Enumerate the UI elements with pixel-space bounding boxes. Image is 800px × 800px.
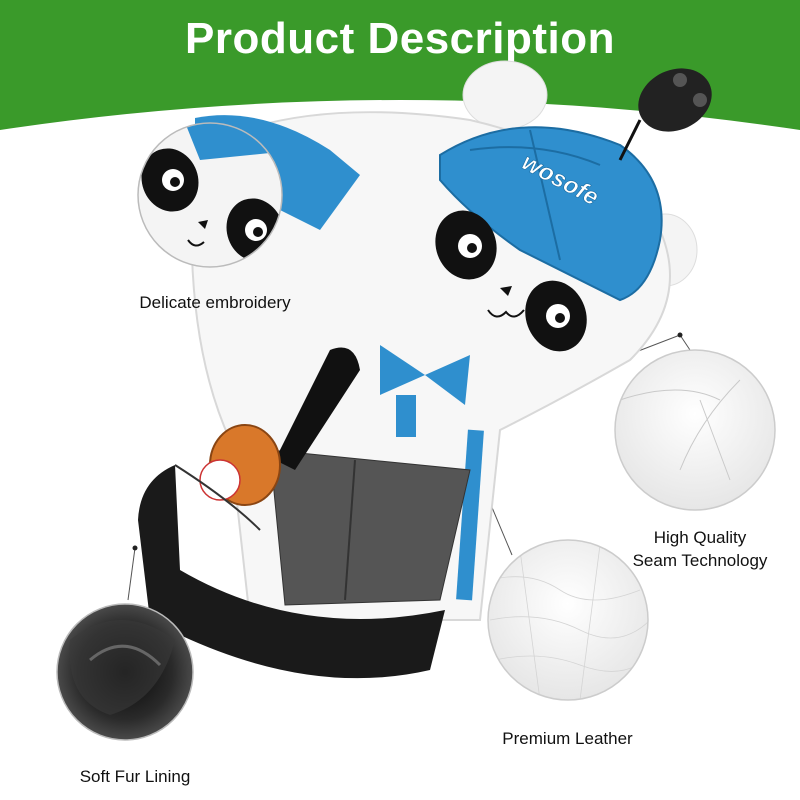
label-leather: Premium Leather (502, 729, 633, 748)
zoom-leather-closeup (487, 539, 649, 701)
zoom-fur-closeup (56, 603, 194, 741)
label-seam: High Quality Seam Technology (600, 526, 800, 572)
fur-cuff (138, 465, 445, 679)
label-embroidery: Delicate embroidery (139, 293, 291, 312)
header-banner (0, 0, 800, 130)
label-seam-line1: High Quality (653, 528, 747, 547)
label-seam-line2: Seam Technology (632, 551, 768, 570)
rotating-tag (618, 68, 712, 161)
label-fur: Soft Fur Lining (79, 767, 191, 786)
headcover (190, 60, 698, 621)
page-title: Product Description (185, 14, 615, 63)
zoom-seam-closeup (614, 349, 776, 511)
